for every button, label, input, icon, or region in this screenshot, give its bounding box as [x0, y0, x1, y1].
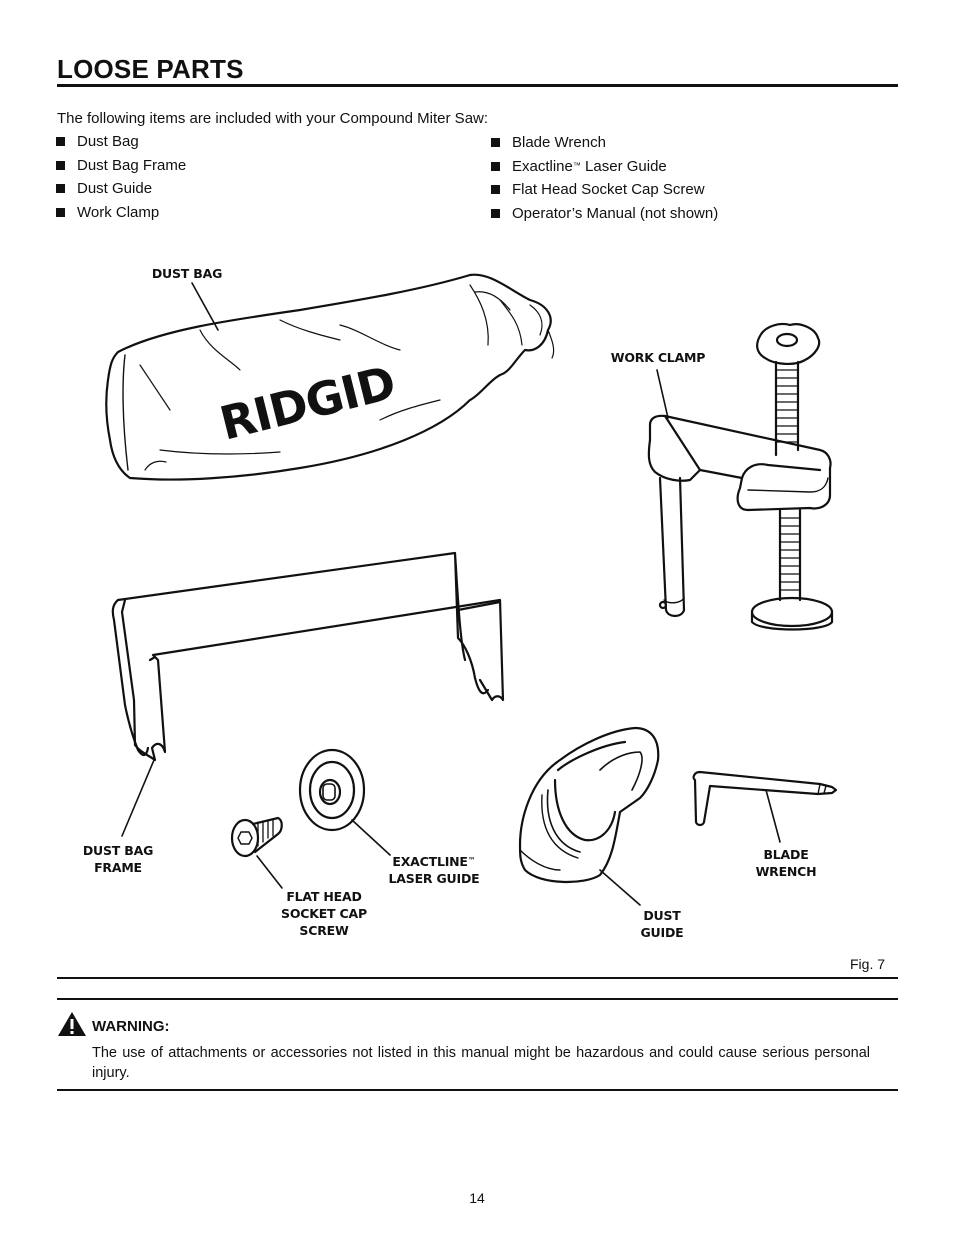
- bullet-square-icon: [491, 161, 500, 171]
- bullet-square-icon: [56, 160, 65, 170]
- intro-text: The following items are included with yo…: [57, 110, 489, 127]
- list-item: Dust Bag Frame: [56, 157, 186, 181]
- list-item: Blade Wrench: [491, 134, 718, 158]
- leader-lines: [121, 282, 781, 906]
- warning-top-rule: [57, 998, 898, 1000]
- warning-text: The use of attachments or accessories no…: [92, 1045, 870, 1081]
- dust-bag-frame-drawing: [111, 551, 505, 762]
- socket-cap-screw-drawing: [230, 816, 283, 858]
- svg-text:RIDGID: RIDGID: [215, 355, 401, 450]
- label-dust-guide: DUST GUIDE: [640, 908, 684, 940]
- parts-list-right: Blade Wrench Exactline™ Laser Guide Flat…: [491, 134, 718, 228]
- figure-bottom-rule: [57, 977, 898, 979]
- label-blade-wrench: BLADE WRENCH: [755, 847, 817, 879]
- list-item: Flat Head Socket Cap Screw: [491, 181, 718, 205]
- list-item: Operator’s Manual (not shown): [491, 205, 718, 229]
- bullet-square-icon: [491, 138, 500, 147]
- label-socket-cap-screw: FLAT HEAD SOCKET CAP SCREW: [281, 889, 367, 938]
- dust-guide-drawing: [518, 726, 660, 883]
- list-item: Dust Guide: [56, 180, 186, 204]
- ridgid-logo: RIDGID: [215, 355, 401, 450]
- label-exactline-laser-guide: EXACTLINE™ LASER GUIDE: [388, 854, 480, 886]
- parts-list-left: Dust Bag Dust Bag Frame Dust Guide Work …: [56, 133, 186, 227]
- warning-triangle-icon: [58, 1012, 86, 1036]
- bullet-square-icon: [491, 208, 500, 218]
- bullet-square-icon: [56, 184, 65, 193]
- figure-caption: Fig. 7: [850, 956, 886, 972]
- bullet-square-icon: [56, 137, 65, 146]
- label-work-clamp: WORK CLAMP: [610, 350, 706, 365]
- loose-parts-illustration: RIDGID: [105, 273, 838, 906]
- page-number: 14: [469, 1190, 485, 1206]
- list-item: Dust Bag: [56, 133, 186, 157]
- laser-guide-drawing: [298, 748, 366, 832]
- warning-title: WARNING:: [92, 1018, 170, 1035]
- title-rule: [57, 84, 898, 87]
- bullet-square-icon: [56, 207, 65, 217]
- work-clamp-drawing: [647, 322, 834, 631]
- page-title: LOOSE PARTS: [57, 54, 244, 84]
- dust-bag-drawing: [105, 273, 555, 481]
- warning-bottom-rule: [57, 1089, 898, 1091]
- list-item: Work Clamp: [56, 204, 186, 228]
- label-dust-bag: DUST BAG: [151, 266, 223, 281]
- list-item: Exactline™ Laser Guide: [491, 158, 718, 182]
- label-dust-bag-frame: DUST BAG FRAME: [82, 843, 154, 875]
- bullet-square-icon: [491, 185, 500, 194]
- blade-wrench-drawing: [692, 770, 838, 827]
